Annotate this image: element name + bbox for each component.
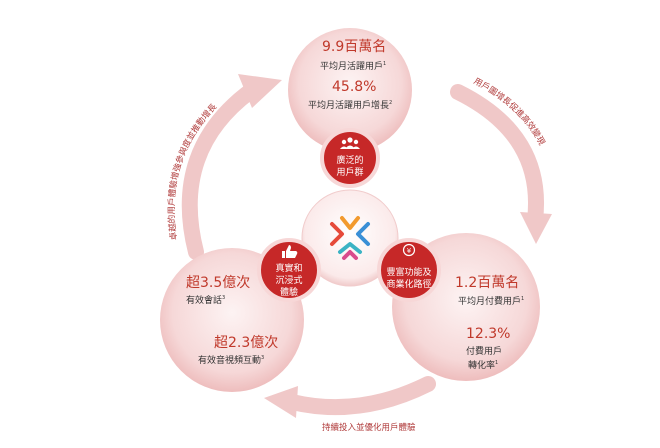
right-stat1-value: 1.2百萬名: [455, 275, 520, 291]
svg-text:¥: ¥: [407, 247, 412, 255]
left-stat2-value: 超2.3億次: [214, 335, 279, 351]
left-arc-arrowhead: [238, 74, 282, 108]
inner-node-left: [257, 238, 321, 302]
left-stat1-label: 有效會話3: [186, 295, 226, 306]
inner-top-line1: 廣泛的: [336, 156, 364, 166]
top-stat1-value: 9.9百萬名: [322, 39, 387, 55]
right-stat1-label: 平均月付費用戶1: [458, 296, 525, 307]
left-stat1-value: 超3.5億次: [186, 275, 251, 291]
top-stat2-label: 平均月活躍用戶增長2: [308, 100, 393, 111]
bottom-arc-arrowhead: [264, 386, 298, 418]
right-stat2-label-line1: 付費用戶: [466, 347, 503, 357]
users-icon: [340, 137, 360, 149]
right-stat2-label-line2: 轉化率1: [468, 360, 499, 371]
logo-icon: [330, 216, 370, 260]
inner-top-label: 廣泛的 用戶群: [326, 155, 374, 179]
inner-left-label: 真實和 沉浸式 體驗: [264, 263, 314, 299]
money-icon: ¥: [402, 243, 416, 257]
bottom-arc-label: 持續投入並優化用戶體驗: [322, 423, 416, 433]
top-stat1-label: 平均月活躍用戶1: [320, 61, 387, 72]
inner-right-label: 豐富功能及 商業化路徑: [381, 267, 437, 291]
bottom-arc-arrow: [284, 376, 436, 416]
top-stat2-value: 45.8%: [332, 79, 377, 95]
inner-left-line3: 體驗: [279, 288, 298, 298]
inner-left-line1: 真實和: [275, 264, 303, 274]
center-hub: [301, 189, 399, 287]
inner-top-line2: 用戶群: [336, 168, 364, 178]
right-arc-arrowhead: [520, 212, 552, 244]
right-stat2-value: 12.3%: [466, 326, 511, 342]
inner-right-line1: 豐富功能及: [386, 268, 432, 278]
left-arc-arrow: [181, 82, 260, 260]
inner-right-line2: 商業化路徑: [386, 280, 432, 290]
top-circle: [288, 28, 412, 152]
right-arc-arrow: [450, 84, 544, 228]
thumbs-up-icon: [282, 245, 298, 258]
left-stat2-label: 有效音視頻互動3: [198, 355, 265, 366]
inner-left-line2: 沉浸式: [275, 276, 303, 286]
inner-node-top: [320, 128, 380, 188]
inner-node-right: [377, 238, 441, 302]
